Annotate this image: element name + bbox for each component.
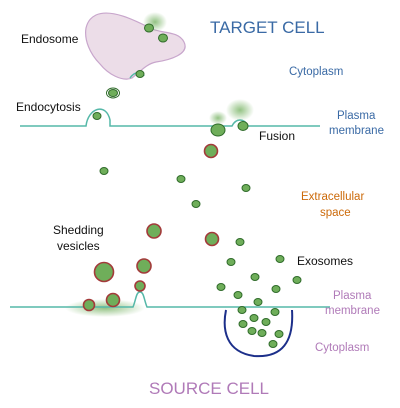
multivesicular-body [223, 309, 294, 358]
exosome [99, 167, 109, 175]
exosome [216, 283, 226, 291]
exosome [108, 89, 118, 97]
label-plasma-membrane-bottom-1: Plasma [333, 290, 372, 302]
shedding-vesicle [136, 258, 152, 274]
exosome [261, 318, 271, 326]
label-plasma-membrane-top-2: membrane [329, 125, 384, 137]
exosome [158, 33, 168, 43]
exosome [238, 320, 248, 328]
label-exosomes: Exosomes [297, 254, 354, 268]
shedding-vesicles [82, 143, 220, 312]
label-plasma-membrane-top-1: Plasma [337, 110, 376, 122]
exosome [176, 175, 186, 183]
label-extracellular-1: Extracellular [301, 191, 365, 203]
exosome [237, 121, 249, 131]
shedding-vesicle [134, 280, 146, 292]
shedding-vesicle [203, 143, 219, 159]
shedding-vesicle [105, 292, 121, 308]
shedding-vesicle [146, 223, 162, 239]
exosome [271, 285, 281, 293]
exosome [210, 123, 226, 137]
fusion-glow [226, 99, 254, 121]
exosome [191, 200, 201, 208]
exosome [292, 276, 302, 284]
exosome [249, 314, 259, 322]
label-cytoplasm-top: Cytoplasm [289, 66, 344, 78]
fusion-glow-small [209, 111, 227, 125]
exosome [235, 238, 245, 246]
vesicles [92, 23, 302, 348]
shedding-glow [65, 299, 145, 317]
exosome [253, 298, 263, 306]
exosome [144, 23, 154, 33]
label-target-cell: TARGET CELL [210, 18, 325, 37]
exosome [237, 306, 247, 314]
exosome [247, 327, 257, 335]
exosome [274, 330, 284, 338]
exosome [270, 308, 280, 316]
shedding-vesicle [82, 298, 96, 312]
label-source-cell: SOURCE CELL [149, 379, 269, 398]
shedding-vesicle [204, 231, 220, 247]
exosome [241, 184, 251, 192]
label-endosome: Endosome [21, 32, 79, 46]
exosome [233, 291, 243, 299]
endocytosis-vesicle [106, 87, 120, 99]
label-cytoplasm-bottom: Cytoplasm [315, 342, 370, 354]
exosome [275, 255, 285, 263]
source-plasma-membrane [10, 291, 330, 308]
exosome [250, 273, 260, 281]
exosome [257, 329, 267, 337]
label-shedding-2: vesicles [57, 239, 100, 253]
exosome [135, 70, 145, 78]
exosome [92, 112, 102, 120]
exosome [226, 258, 236, 266]
label-shedding-1: Shedding [53, 223, 104, 237]
label-endocytosis: Endocytosis [16, 100, 81, 114]
label-extracellular-2: space [320, 207, 351, 219]
endosome-body [85, 12, 186, 80]
shedding-vesicle [93, 261, 115, 283]
label-plasma-membrane-bottom-2: membrane [325, 305, 380, 317]
label-fusion: Fusion [259, 129, 296, 143]
exosome [268, 340, 278, 348]
